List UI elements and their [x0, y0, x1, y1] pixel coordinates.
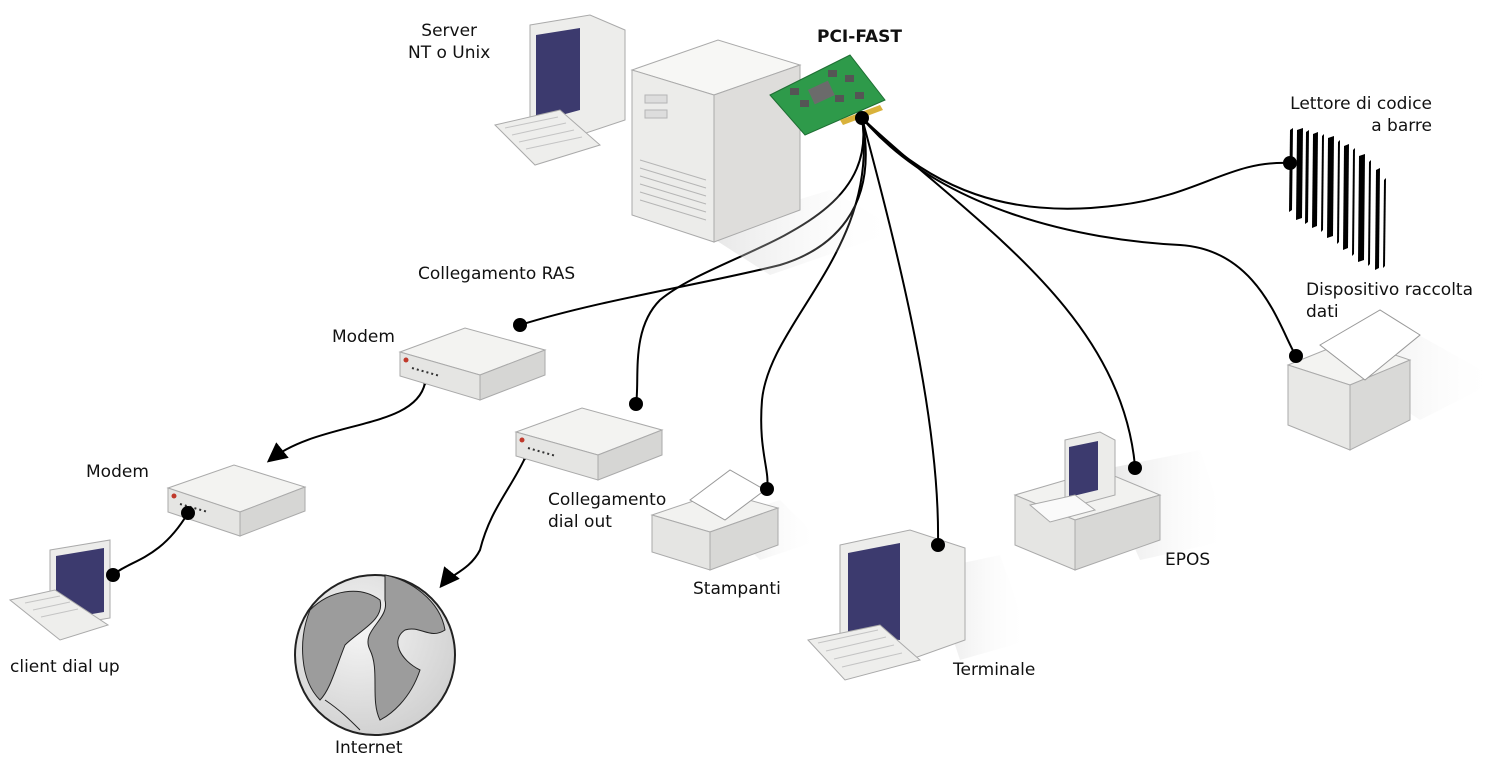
connector-dot-terminal: [931, 538, 945, 552]
label-data-collector-line1: Dispositivo raccolta: [1306, 280, 1474, 300]
cable-collector: [861, 117, 1297, 357]
label-ras: Collegamento RAS: [418, 264, 576, 284]
cable-laptop-link: [112, 512, 189, 576]
epos-terminal: [1013, 431, 1230, 571]
cables: [112, 117, 1297, 589]
terminal-computer: [807, 529, 1030, 681]
label-dial-out-line1: Collegamento: [548, 490, 667, 510]
label-barcode: Lettore di codice a barre: [1260, 93, 1432, 137]
label-pci-fast: PCI-FAST: [817, 27, 902, 47]
data-collector-device: [1286, 309, 1499, 451]
cable-barcode: [861, 117, 1291, 210]
label-barcode-line1: Lettore di codice: [1290, 94, 1432, 114]
modem-ras: [398, 327, 547, 401]
label-modem-ras: Modem: [332, 327, 395, 347]
cable-epos: [861, 117, 1136, 467]
server-vents: [639, 94, 707, 221]
label-server: Server NT o Unix: [408, 20, 490, 64]
connector-dots: [106, 111, 1303, 582]
label-server-line2: NT o Unix: [408, 43, 491, 63]
label-terminal: Terminale: [953, 660, 1036, 680]
internet-globe-icon: [294, 574, 456, 736]
label-printers: Stampanti: [693, 579, 781, 599]
label-server-line1: Server: [421, 21, 478, 41]
label-client-dial-up: client dial up: [10, 657, 120, 677]
laptop-client: [8, 539, 111, 641]
label-data-collector: Dispositivo raccolta dati: [1306, 279, 1473, 323]
barcode-icon: [1289, 128, 1386, 270]
connector-dot-barcode: [1283, 156, 1297, 170]
connector-dot-dialout: [629, 397, 643, 411]
connector-dot-ras: [513, 318, 527, 332]
connector-dot-printer: [760, 482, 774, 496]
cable-dialout: [635, 117, 865, 405]
connector-dot-card: [855, 111, 869, 125]
cable-internet-link: [439, 439, 541, 589]
server-keyboard: [494, 109, 602, 166]
label-epos: EPOS: [1165, 550, 1211, 570]
label-dial-out-line2: dial out: [548, 512, 612, 532]
label-dial-out: Collegamento dial out: [548, 489, 666, 533]
label-modem-client: Modem: [86, 462, 149, 482]
modem-dialout: [514, 407, 664, 481]
label-data-collector-line2: dati: [1306, 302, 1339, 322]
server: [494, 14, 900, 275]
connector-dot-collector: [1289, 349, 1303, 363]
connector-dot-client-modem: [181, 506, 195, 520]
cable-modem-link: [266, 365, 439, 463]
connector-dot-epos: [1128, 461, 1142, 475]
printer: [650, 469, 820, 571]
cable-terminal: [861, 117, 940, 545]
label-internet: Internet: [335, 738, 403, 758]
label-barcode-line2: a barre: [1371, 116, 1432, 136]
modem-client: [166, 464, 307, 537]
connector-dot-laptop: [106, 568, 120, 582]
